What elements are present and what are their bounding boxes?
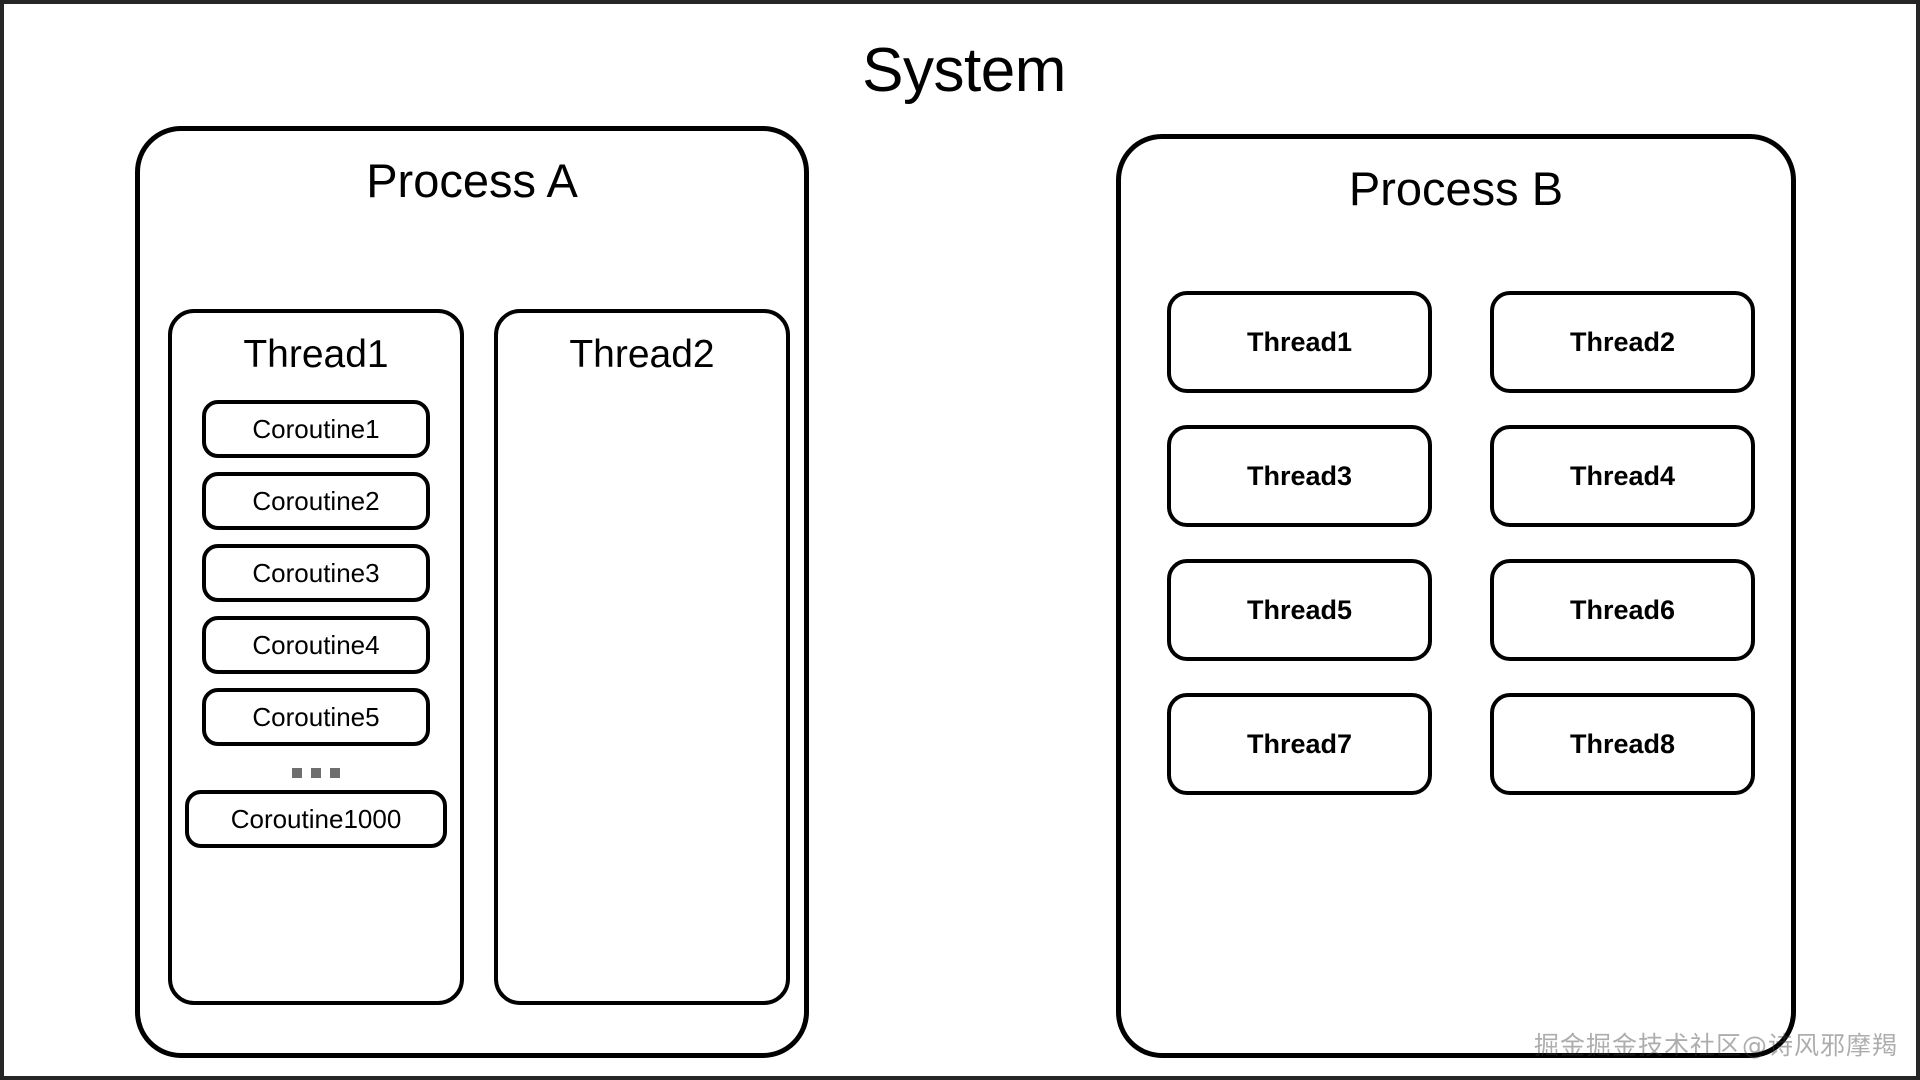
process-a-thread2-container: Thread2 (494, 309, 790, 1005)
coroutine-item[interactable]: Coroutine5 (202, 688, 430, 746)
process-b-thread-item[interactable]: Thread4 (1490, 425, 1755, 527)
process-b-container: Process B Thread1 Thread2 Thread3 Thread… (1116, 134, 1796, 1058)
page-title: System (862, 36, 1066, 105)
process-b-title: Process B (1348, 162, 1564, 215)
process-b-thread-item[interactable]: Thread3 (1167, 425, 1432, 527)
process-a-thread1-label: Thread1 (243, 333, 389, 376)
coroutine-item[interactable]: Coroutine1 (202, 400, 430, 458)
ellipsis-dot-icon (292, 768, 302, 778)
coroutine-list: Coroutine1 Coroutine2 Coroutine3 Corouti… (172, 400, 460, 848)
process-a-thread1-container: Thread1 Coroutine1 Coroutine2 Coroutine3… (168, 309, 464, 1005)
process-b-thread-item[interactable]: Thread5 (1167, 559, 1432, 661)
coroutine-item[interactable]: Coroutine3 (202, 544, 430, 602)
process-b-thread-item[interactable]: Thread1 (1167, 291, 1432, 393)
process-b-thread-item[interactable]: Thread7 (1167, 693, 1432, 795)
process-b-thread-item[interactable]: Thread8 (1490, 693, 1755, 795)
process-b-thread-item[interactable]: Thread2 (1490, 291, 1755, 393)
process-b-thread-grid: Thread1 Thread2 Thread3 Thread4 Thread5 … (1167, 291, 1755, 795)
ellipsis-indicator (172, 760, 460, 786)
watermark: 掘金掘金技术社区@诗风邪摩羯 (1533, 1031, 1898, 1060)
process-b-thread-item[interactable]: Thread6 (1490, 559, 1755, 661)
process-a-container: Process A Thread1 Coroutine1 Coroutine2 … (135, 126, 809, 1058)
coroutine-item[interactable]: Coroutine2 (202, 472, 430, 530)
process-a-thread2-label: Thread2 (569, 333, 715, 376)
process-a-title: Process A (366, 154, 578, 207)
ellipsis-dot-icon (311, 768, 321, 778)
coroutine-item[interactable]: Coroutine4 (202, 616, 430, 674)
coroutine-item-last[interactable]: Coroutine1000 (185, 790, 447, 848)
ellipsis-dot-icon (330, 768, 340, 778)
